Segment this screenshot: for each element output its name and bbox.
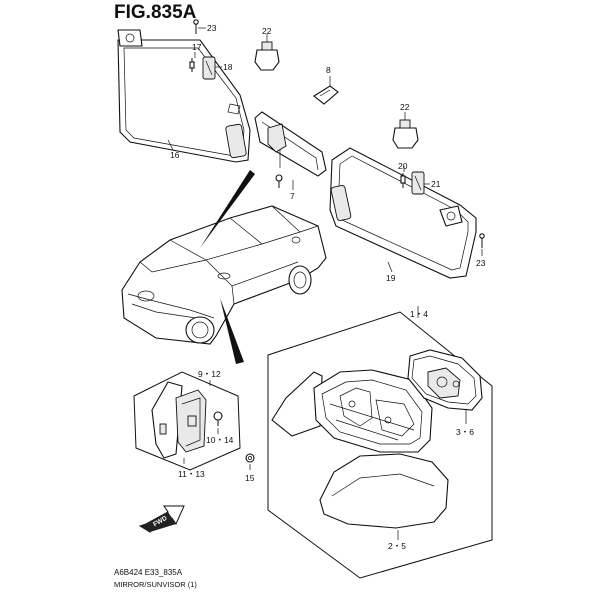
- callout-19: 19: [386, 273, 396, 283]
- pointer-wedge-upper: [200, 170, 255, 248]
- holder-22b[interactable]: [392, 119, 419, 149]
- callout-18: 18: [223, 62, 233, 72]
- mirror-plate-18[interactable]: [202, 56, 216, 80]
- footer-code: A6B424 E33_835A: [114, 568, 183, 577]
- callout-23a: 23: [207, 23, 217, 33]
- callout-11-13: 11・13: [178, 469, 205, 479]
- mirror-glass-3-6[interactable]: [407, 349, 483, 411]
- callout-22b: 22: [400, 102, 410, 112]
- callout-8: 8: [326, 65, 331, 75]
- pillar-garnish[interactable]: [151, 381, 207, 459]
- callout-20: 20: [398, 161, 408, 171]
- callout-3-6: 3・6: [456, 427, 474, 437]
- footer-subtitle: MIRROR/SUNVISOR (1): [114, 580, 197, 589]
- assembly-box-9-12: [133, 371, 241, 471]
- screw-23b[interactable]: [479, 233, 485, 248]
- callout-9-12: 9・12: [198, 369, 221, 379]
- pointer-wedge-lower: [220, 298, 244, 364]
- sunvisor-clip-right[interactable]: [439, 205, 463, 227]
- mirror-plate-21[interactable]: [411, 171, 425, 195]
- figure-title: FIG.835A: [114, 2, 197, 23]
- callout-15: 15: [245, 473, 255, 483]
- clip-10-14[interactable]: [213, 411, 223, 426]
- cover-8[interactable]: [313, 85, 339, 105]
- cover-20[interactable]: [400, 173, 406, 188]
- callout-21: 21: [431, 179, 441, 189]
- callout-17: 17: [192, 42, 202, 52]
- sunvisor-clip-left[interactable]: [117, 29, 143, 47]
- screw-23a[interactable]: [193, 19, 199, 34]
- callout-7: 7: [290, 191, 295, 201]
- holder-22a[interactable]: [254, 41, 280, 71]
- clip-15[interactable]: [245, 453, 255, 463]
- cover-17[interactable]: [189, 58, 195, 72]
- assembly-box-1-4: [267, 311, 493, 579]
- callout-10-14: 10・14: [206, 435, 234, 445]
- callout-2-5: 2・5: [388, 541, 406, 551]
- screw-7[interactable]: [275, 174, 283, 188]
- door-mirror-body[interactable]: [271, 369, 433, 453]
- callout-16: 16: [170, 150, 180, 160]
- callout-22a: 22: [262, 26, 272, 36]
- callout-1-4: 1・4: [410, 309, 428, 319]
- left-sunvisor[interactable]: [117, 39, 251, 163]
- inside-rearview-mirror[interactable]: [254, 111, 327, 177]
- fwd-arrow-icon: FWD: [138, 505, 185, 533]
- vehicle-illustration: [121, 205, 327, 345]
- mirror-cover-2-5[interactable]: [319, 453, 449, 529]
- callout-23b: 23: [476, 258, 486, 268]
